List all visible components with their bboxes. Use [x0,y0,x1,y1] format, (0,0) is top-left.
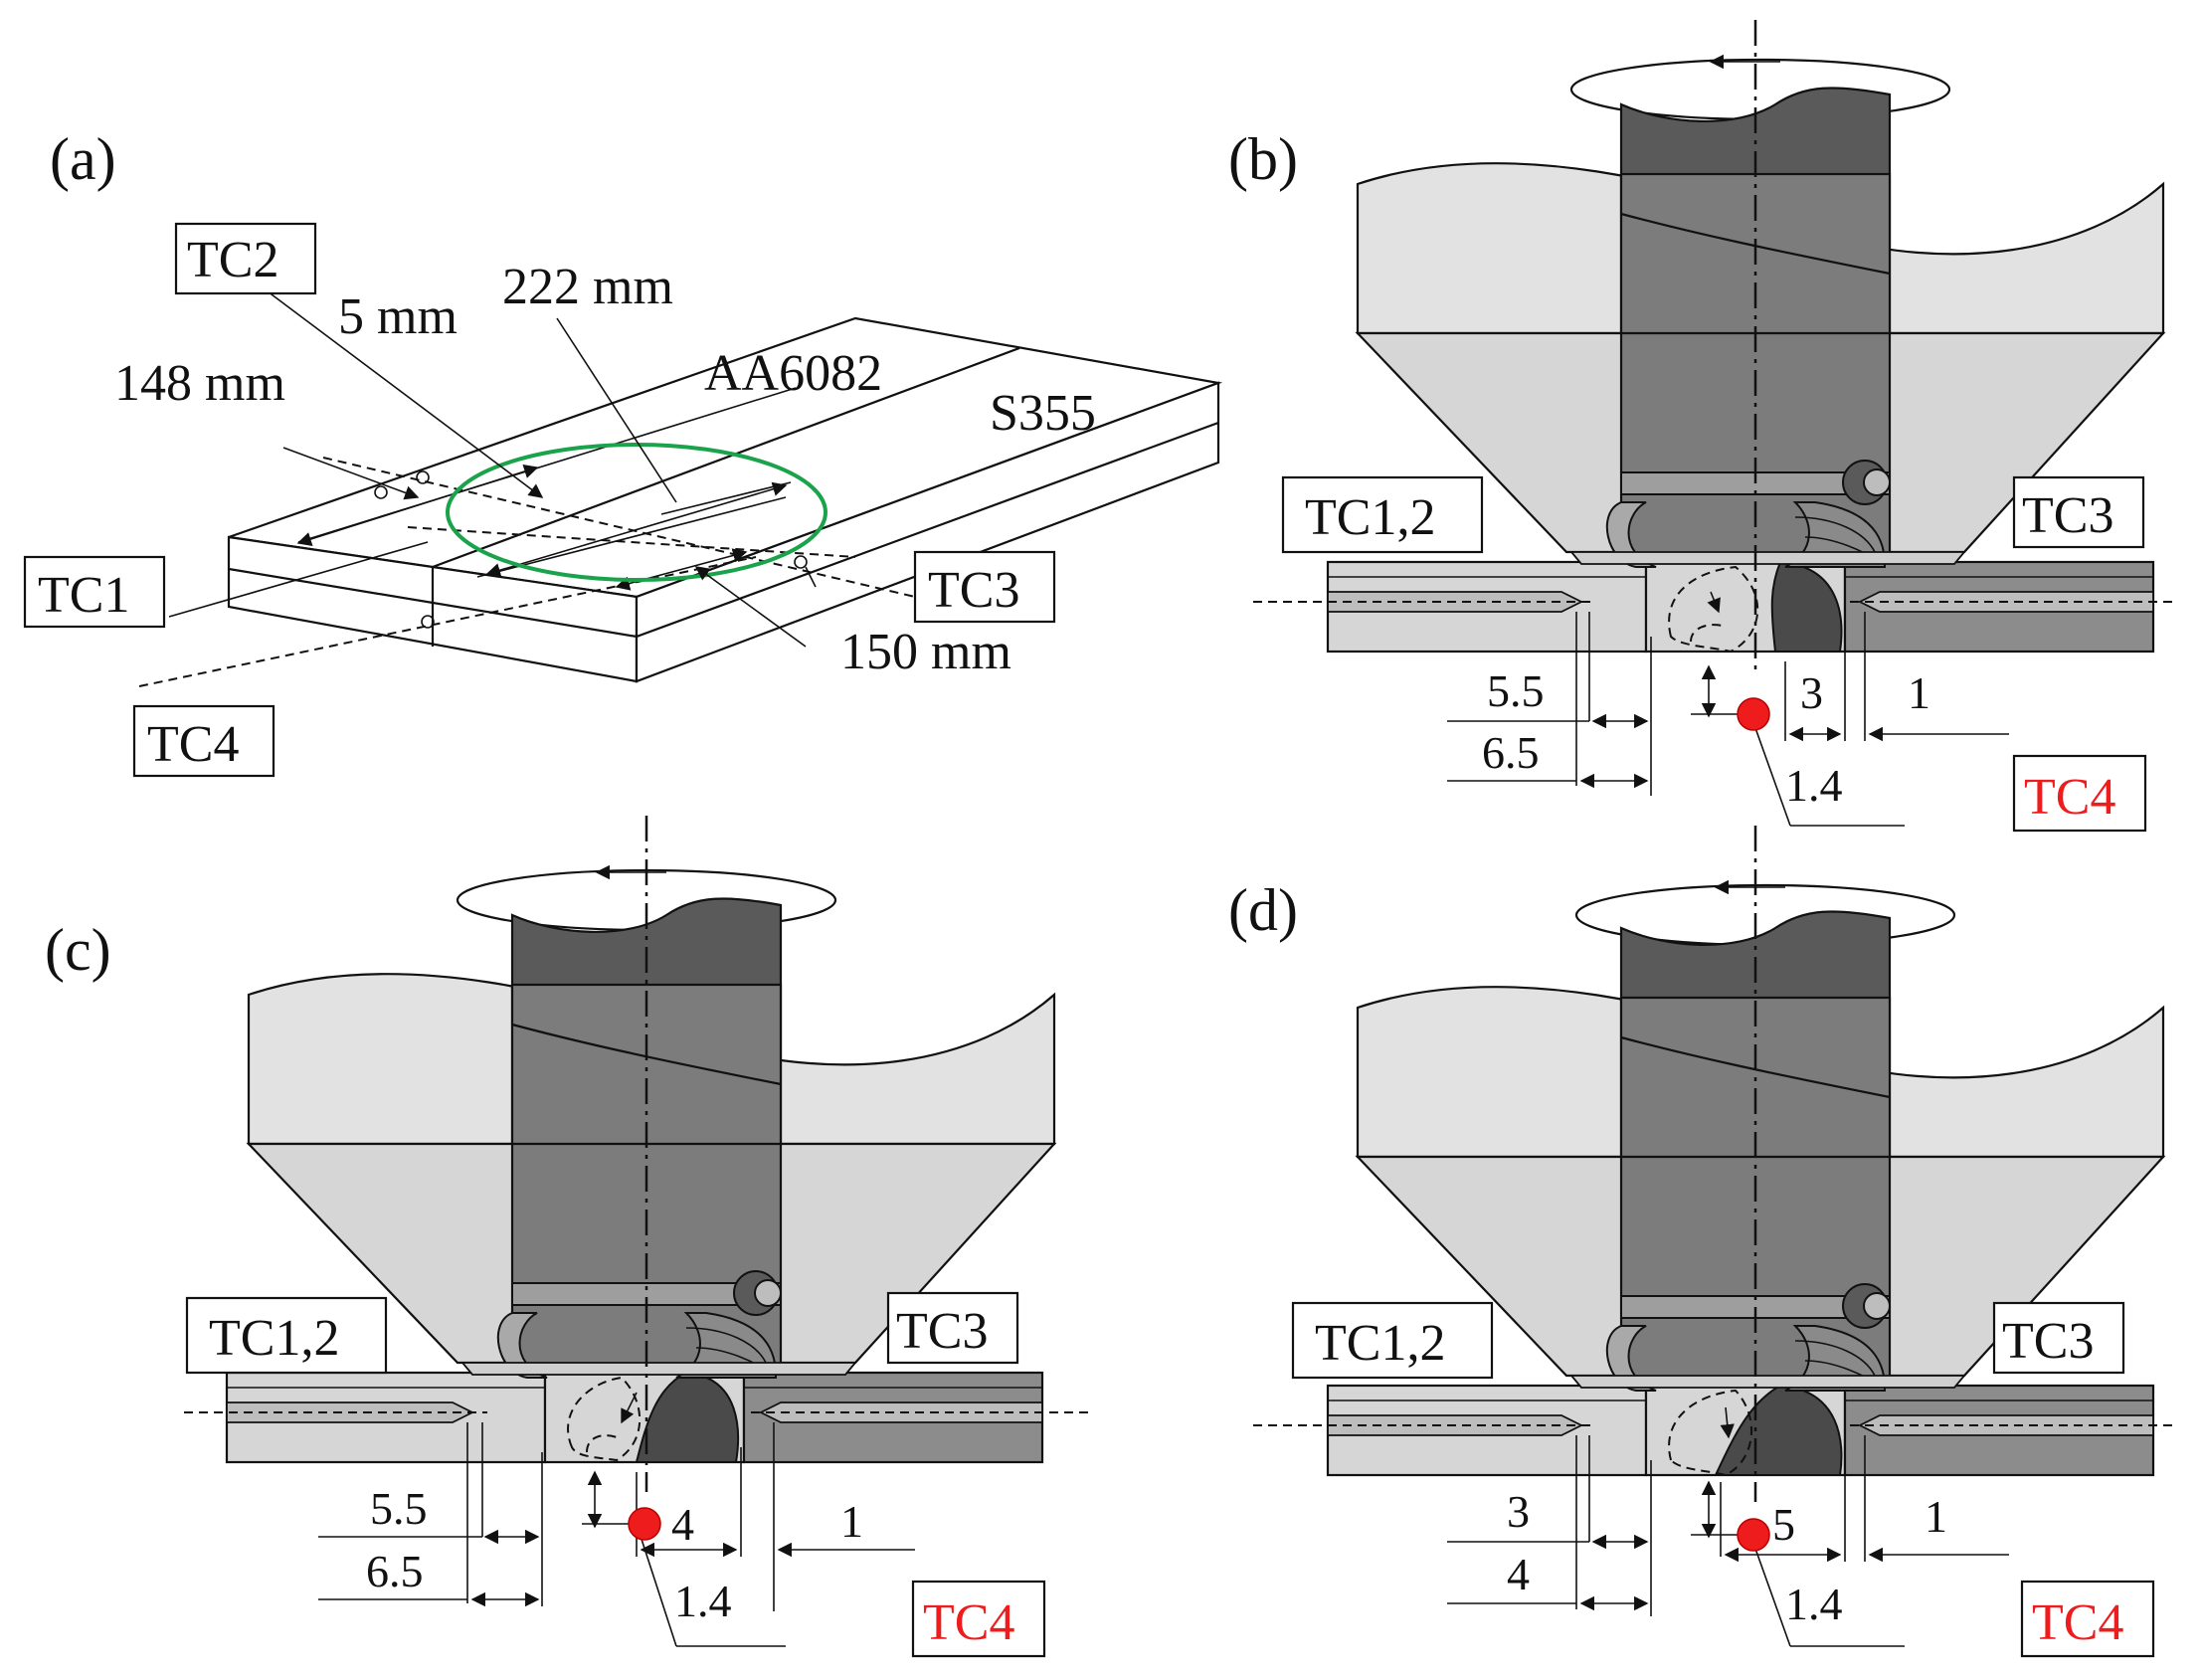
dim-c-1: 1 [840,1496,863,1547]
tc4-label-a: TC4 [147,716,239,773]
dim-d-4: 4 [1507,1549,1530,1599]
material-s355: S355 [990,385,1096,442]
tc12-label-d: TC1,2 [1315,1315,1445,1372]
tc3-label-a: TC3 [928,562,1019,619]
tc3-label-c: TC3 [896,1303,988,1360]
tc1-label: TC1 [38,567,129,624]
dim-d-1: 1 [1925,1491,1947,1542]
panel-a-plate-drawing [138,287,1223,687]
tc3-box-b [2012,475,2145,549]
tc12-box-d [1291,1301,1494,1380]
dim-148: 148 mm [114,355,285,412]
panel-d-tool-diagram [1253,826,2178,1647]
panel-c-tool-diagram [184,816,1094,1647]
dim-222: 222 mm [502,259,673,315]
tc2-label: TC2 [187,232,278,288]
dim-c-1-4: 1.4 [674,1576,732,1626]
dim-c-6-5: 6.5 [366,1546,424,1596]
tc1-box [23,555,166,629]
panel-b-label: (b) [1228,126,1298,192]
tc3-label-b: TC3 [2022,487,2113,544]
tc12-box-c [185,1296,388,1375]
tc4-label-d: TC4 [2032,1594,2123,1651]
panel-b-tool-diagram [1253,20,2178,827]
dim-b-1-4: 1.4 [1785,760,1843,811]
tc2-box [174,222,317,295]
tc4-box-c [911,1580,1046,1658]
tc3-box-c [886,1291,1019,1365]
dim-d-5: 5 [1772,1499,1795,1550]
dim-5: 5 mm [338,288,458,345]
tc12-label-b: TC1,2 [1305,489,1435,546]
panel-a-label: (a) [50,126,116,192]
dim-b-1: 1 [1908,667,1930,718]
tc3-label-d: TC3 [2002,1313,2094,1370]
dim-c-5-5: 5.5 [370,1483,428,1534]
material-aa6082: AA6082 [704,345,882,402]
tc3-box-a [913,550,1056,624]
tc12-label-c: TC1,2 [209,1310,339,1367]
dim-c-4: 4 [671,1499,694,1550]
tc4-box-a [132,704,275,778]
panel-c-label: (c) [45,917,111,983]
tc4-box-d [2020,1580,2155,1658]
dim-d-3: 3 [1507,1486,1530,1537]
dim-b-5-5: 5.5 [1487,665,1545,716]
tc12-box-b [1281,475,1484,554]
dim-d-1-4: 1.4 [1785,1579,1843,1629]
tc4-box-b [2012,754,2147,833]
tc3-box-d [1992,1301,2125,1375]
dim-b-6-5: 6.5 [1482,727,1540,778]
dim-b-3: 3 [1800,667,1823,718]
panel-d-label: (d) [1228,877,1298,943]
dim-150: 150 mm [840,624,1011,680]
tc4-label-b: TC4 [2024,769,2115,826]
tc4-label-c: TC4 [923,1594,1014,1651]
